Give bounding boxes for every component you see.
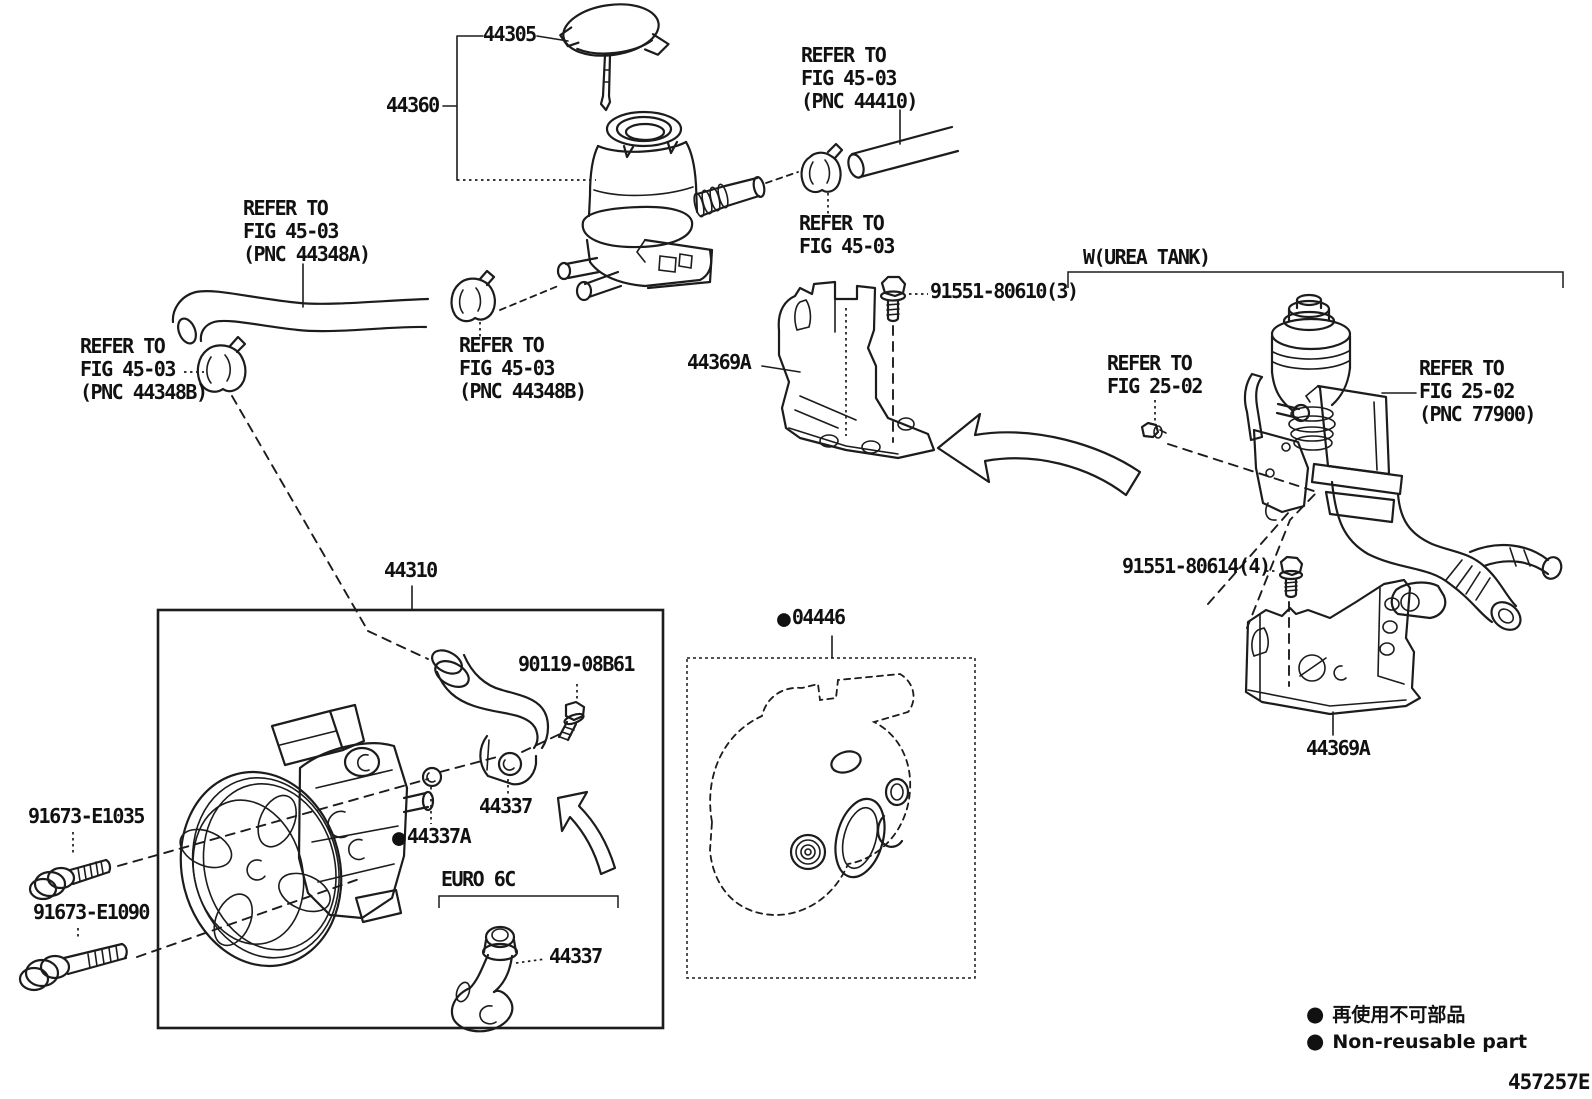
leader-lines [72,35,1564,964]
callout-bracket-front: 44369A [687,350,752,374]
legend-text-jp: 再使用不可部品 [1332,1004,1466,1026]
callout-gasket-kit: ●04446 [777,605,846,632]
pump-box [156,608,665,1030]
rear-bracket-drawing [1244,578,1422,716]
callout-union-seal-text: 44337A [406,824,472,848]
legend: ● 再使用不可部品 ● Non-reusable part [1306,1001,1527,1055]
callout-bolt-80614: 91551-80614(4) [1122,554,1271,578]
legend-bullet-jp: ● [1306,1002,1325,1026]
callout-bolt-e1035: 91673-E1035 [28,804,145,828]
callout-bolt-80610: 91551-80610(3) [930,279,1079,303]
legend-row-jp: ● 再使用不可部品 [1306,1001,1527,1028]
ref-fig-25-02: REFER TO FIG 25-02 [1107,351,1203,398]
callout-reservoir: 44360 [386,93,440,117]
drawing-code: 457257E [1508,1070,1591,1094]
callout-clamp-upper: 44337 [479,794,533,818]
callout-bolt-90119: 90119-08B61 [518,652,635,676]
callout-union-seal: ●44337A [392,824,472,851]
right-dashed-leaders [1167,443,1319,687]
bolt-80610-drawing [879,275,907,443]
variant-urea-tank: W(UREA TANK) [1083,245,1211,269]
gasket-kit-box [686,657,976,979]
callout-clamp-euro: 44337 [549,944,603,968]
ref-urea-tank: REFER TO FIG 25-02 (PNC 77900) [1419,356,1536,426]
ref-clamp-left: REFER TO FIG 45-03 (PNC 44348B) [80,334,208,404]
reservoir-assembly-drawing [556,3,766,302]
bolt-80614-drawing [1278,555,1304,599]
pump-bolts-drawing [18,858,128,992]
clamp-to-pump-dashed [231,395,369,632]
non-reusable-bullet: ● [392,825,406,851]
urea-tank-assembly-drawing [1140,293,1563,631]
non-reusable-bullet: ● [777,606,791,632]
variant-euro-6c: EURO 6C [441,867,516,891]
ref-clamp-center: REFER TO FIG 45-03 (PNC 44348B) [459,333,587,403]
direction-arrow [936,412,1142,497]
legend-bullet-en: ● [1306,1029,1325,1053]
ref-hose: REFER TO FIG 45-03 (PNC 44348A) [243,196,371,266]
ref-clamp-mid: REFER TO FIG 45-03 [799,211,895,258]
mid-clamp-and-pipe-drawing [765,125,960,194]
callout-gasket-kit-text: 04446 [791,605,846,629]
ref-pressure-tube: REFER TO FIG 45-03 (PNC 44410) [801,43,918,113]
callout-bracket-rear: 44369A [1306,736,1371,760]
callout-bolt-e1090: 91673-E1090 [33,900,150,924]
supply-hose-drawing [171,269,559,393]
front-bracket-drawing [777,280,936,460]
gasket-kit-drawing [709,673,915,916]
callout-cap: 44305 [483,22,537,46]
legend-row-en: ● Non-reusable part [1306,1028,1527,1055]
pump-drawing [117,630,617,1033]
callout-pump: 44310 [384,558,438,582]
legend-text-en: Non-reusable part [1332,1031,1528,1053]
